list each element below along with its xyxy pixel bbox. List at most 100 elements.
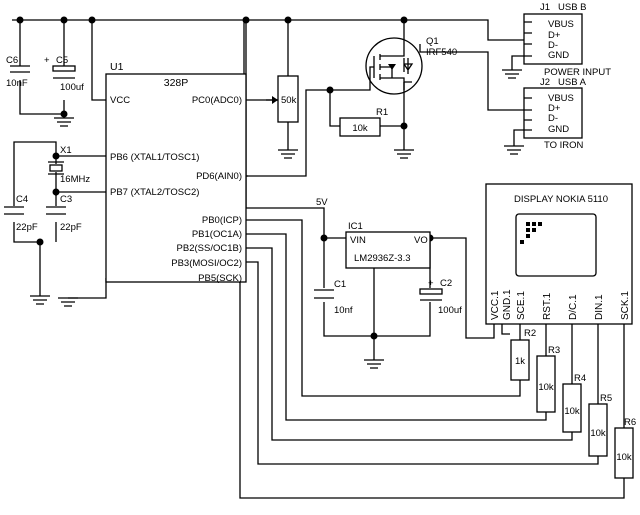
pin-label-pb5: PB5(SCK) xyxy=(198,273,242,284)
junction-dot xyxy=(52,152,60,160)
pin-label-pb6: PB6 (XTAL1/TOSC1) xyxy=(110,152,199,163)
crystal-body xyxy=(49,164,63,172)
pin-label-pb7: PB7 (XTAL2/TOSC2) xyxy=(110,187,199,198)
c6-ref: C6 xyxy=(6,55,18,66)
display-title: DISPLAY NOKIA 5110 xyxy=(514,194,608,205)
junction-dot xyxy=(16,16,24,24)
junction-dot xyxy=(326,86,334,94)
capacitor-plates xyxy=(4,206,24,215)
wiper-arrow-icon xyxy=(272,96,278,104)
microcontroller-body xyxy=(105,73,247,283)
pin-label-pb2: PB2(SS/OC1B) xyxy=(177,243,242,254)
x1-value: 16MHz xyxy=(60,174,90,185)
body-diode-icon xyxy=(403,58,414,74)
c5-value: 100uf xyxy=(60,82,84,93)
r4-ref: R4 xyxy=(574,373,586,384)
c2-polarity: + xyxy=(428,278,434,289)
pin-label-pb3: PB3(MOSI/OC2) xyxy=(171,258,242,269)
c3-ref: C3 xyxy=(60,194,72,205)
display-pin-din: DIN.1 xyxy=(594,294,605,320)
junction-dot xyxy=(400,16,408,24)
resistor-r1: R1 10k xyxy=(339,107,388,137)
c3-value: 22pF xyxy=(60,222,82,233)
ground-symbol xyxy=(394,149,414,159)
capacitor-c3: C3 22pF xyxy=(46,194,82,233)
connector-j2: J2 USB A VBUS D+ D- GND TO IRON xyxy=(523,77,587,151)
c2-ref: C2 xyxy=(440,278,452,289)
resistor-body xyxy=(510,339,530,381)
r1-ref: R1 xyxy=(376,107,388,118)
q1-part: IRF540 xyxy=(426,47,457,58)
junction-dot xyxy=(36,238,44,246)
capacitor-c1: C1 10nf xyxy=(314,279,353,316)
c5-ref: C5 xyxy=(56,55,68,66)
capacitor-plate-positive xyxy=(52,65,76,72)
j2-pin-gnd: GND xyxy=(548,124,569,135)
ground-symbol xyxy=(364,359,384,369)
r3-value: 10k xyxy=(538,382,554,393)
pixel-icon xyxy=(520,222,542,244)
ic1-part: LM2936Z-3.3 xyxy=(354,253,411,264)
pin-label-pb0: PB0(ICP) xyxy=(202,215,242,226)
resistor-r6: R6 10k xyxy=(614,417,636,479)
microcontroller-part: 328P xyxy=(164,77,189,89)
j2-pin-dminus: D- xyxy=(548,113,558,124)
pin-label-pc0: PC0(ADC0) xyxy=(192,95,242,106)
connector-j1: J1 USB B VBUS D+ D- GND POWER INPUT xyxy=(523,2,611,78)
display-pin-gnd: GND.1 xyxy=(502,289,513,320)
capacitor-c2: + C2 100uf xyxy=(419,278,462,316)
microcontroller-u1: U1 328P VCC PC0(ADC0) PB6 (XTAL1/TOSC1) … xyxy=(105,61,247,284)
capacitor-c6: C6 10nF xyxy=(6,55,30,89)
c6-value: 10nF xyxy=(6,78,28,89)
resistor-r5: R5 10k xyxy=(588,393,612,457)
ground-symbol xyxy=(502,69,522,79)
j2-pin-dplus: D+ xyxy=(548,103,561,114)
capacitor-plates xyxy=(314,289,334,299)
mosfet-arrow-icon xyxy=(388,64,396,70)
r2-value: 1k xyxy=(515,356,525,367)
regulator-body xyxy=(345,231,431,269)
resistor-r3: R3 10k xyxy=(536,345,560,413)
potentiometer: 50k xyxy=(266,75,299,123)
capacitor-plates xyxy=(46,206,66,215)
c1-ref: C1 xyxy=(334,279,346,290)
junction-dot xyxy=(60,16,68,24)
resistor-r4: R4 10k xyxy=(562,373,586,433)
c5-polarity: + xyxy=(44,55,50,66)
r1-value: 10k xyxy=(352,123,368,134)
ground-symbol xyxy=(30,295,50,305)
c4-value: 22pF xyxy=(16,222,38,233)
r2-ref: R2 xyxy=(524,328,536,339)
pin-label-pb1: PB1(OC1A) xyxy=(192,229,242,240)
j1-type: USB B xyxy=(558,2,587,13)
ground-symbol xyxy=(278,149,298,159)
j1-pin-dplus: D+ xyxy=(548,30,561,41)
j2-pin-vbus: VBUS xyxy=(548,93,574,104)
pot-value: 50k xyxy=(281,95,297,106)
mosfet-body xyxy=(365,37,423,95)
junction-dots xyxy=(16,16,434,340)
j1-pin-dminus: D- xyxy=(548,40,558,51)
junction-dot xyxy=(400,122,408,130)
j2-ref: J2 xyxy=(540,77,550,88)
ic1-ref: IC1 xyxy=(348,221,363,232)
resistor-body xyxy=(588,403,608,457)
microcontroller-ref: U1 xyxy=(110,61,124,73)
capacitor-c4: C4 22pF xyxy=(4,194,38,233)
resistor-body xyxy=(562,383,582,433)
connector-body xyxy=(523,87,583,139)
resistor-r2: R2 1k xyxy=(510,328,536,381)
capacitor-plate-positive xyxy=(419,288,443,295)
r5-ref: R5 xyxy=(600,393,612,404)
c2-value: 100uf xyxy=(438,305,462,316)
display-pin-dc: D/C.1 xyxy=(568,294,579,320)
junction-dot xyxy=(370,332,378,340)
r6-ref: R6 xyxy=(624,417,636,428)
junction-dot xyxy=(242,16,250,24)
c1-value: 10nf xyxy=(334,305,353,316)
j2-type: USB A xyxy=(558,77,587,88)
r5-value: 10k xyxy=(590,428,606,439)
ground-symbol xyxy=(504,145,524,155)
display-pin-vcc: VCC.1 xyxy=(490,290,501,320)
